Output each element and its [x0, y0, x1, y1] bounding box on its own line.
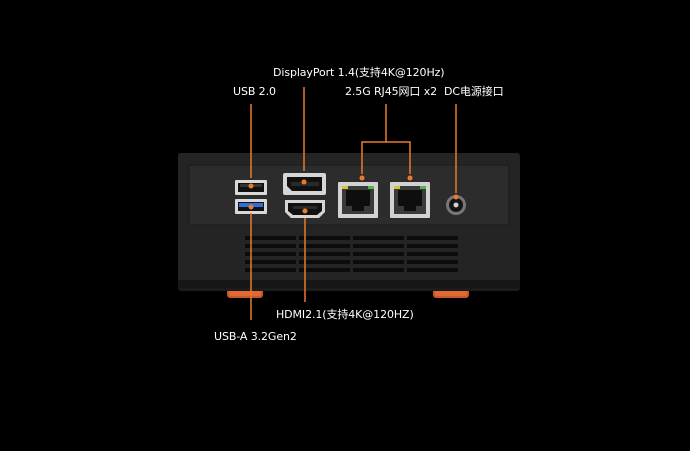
- hdmi-label: HDMI2.1(支持4K@120HZ): [276, 308, 414, 321]
- usb-a-label: USB-A 3.2Gen2: [214, 330, 297, 343]
- vent-grille: [188, 236, 510, 272]
- displayport-label: DisplayPort 1.4(支持4K@120Hz): [273, 66, 445, 79]
- dc-power-label: DC电源接口: [444, 85, 504, 98]
- dc-jack-icon: [446, 195, 466, 215]
- callout-dots: [248, 175, 459, 214]
- chassis: [178, 153, 520, 291]
- ethernet-port-icon: [390, 182, 430, 218]
- rj45-label: 2.5G RJ45网口 x2: [345, 85, 438, 98]
- callout-lines: [250, 87, 457, 320]
- ethernet-port-icon: [338, 182, 378, 218]
- usb2-label: USB 2.0: [233, 85, 276, 98]
